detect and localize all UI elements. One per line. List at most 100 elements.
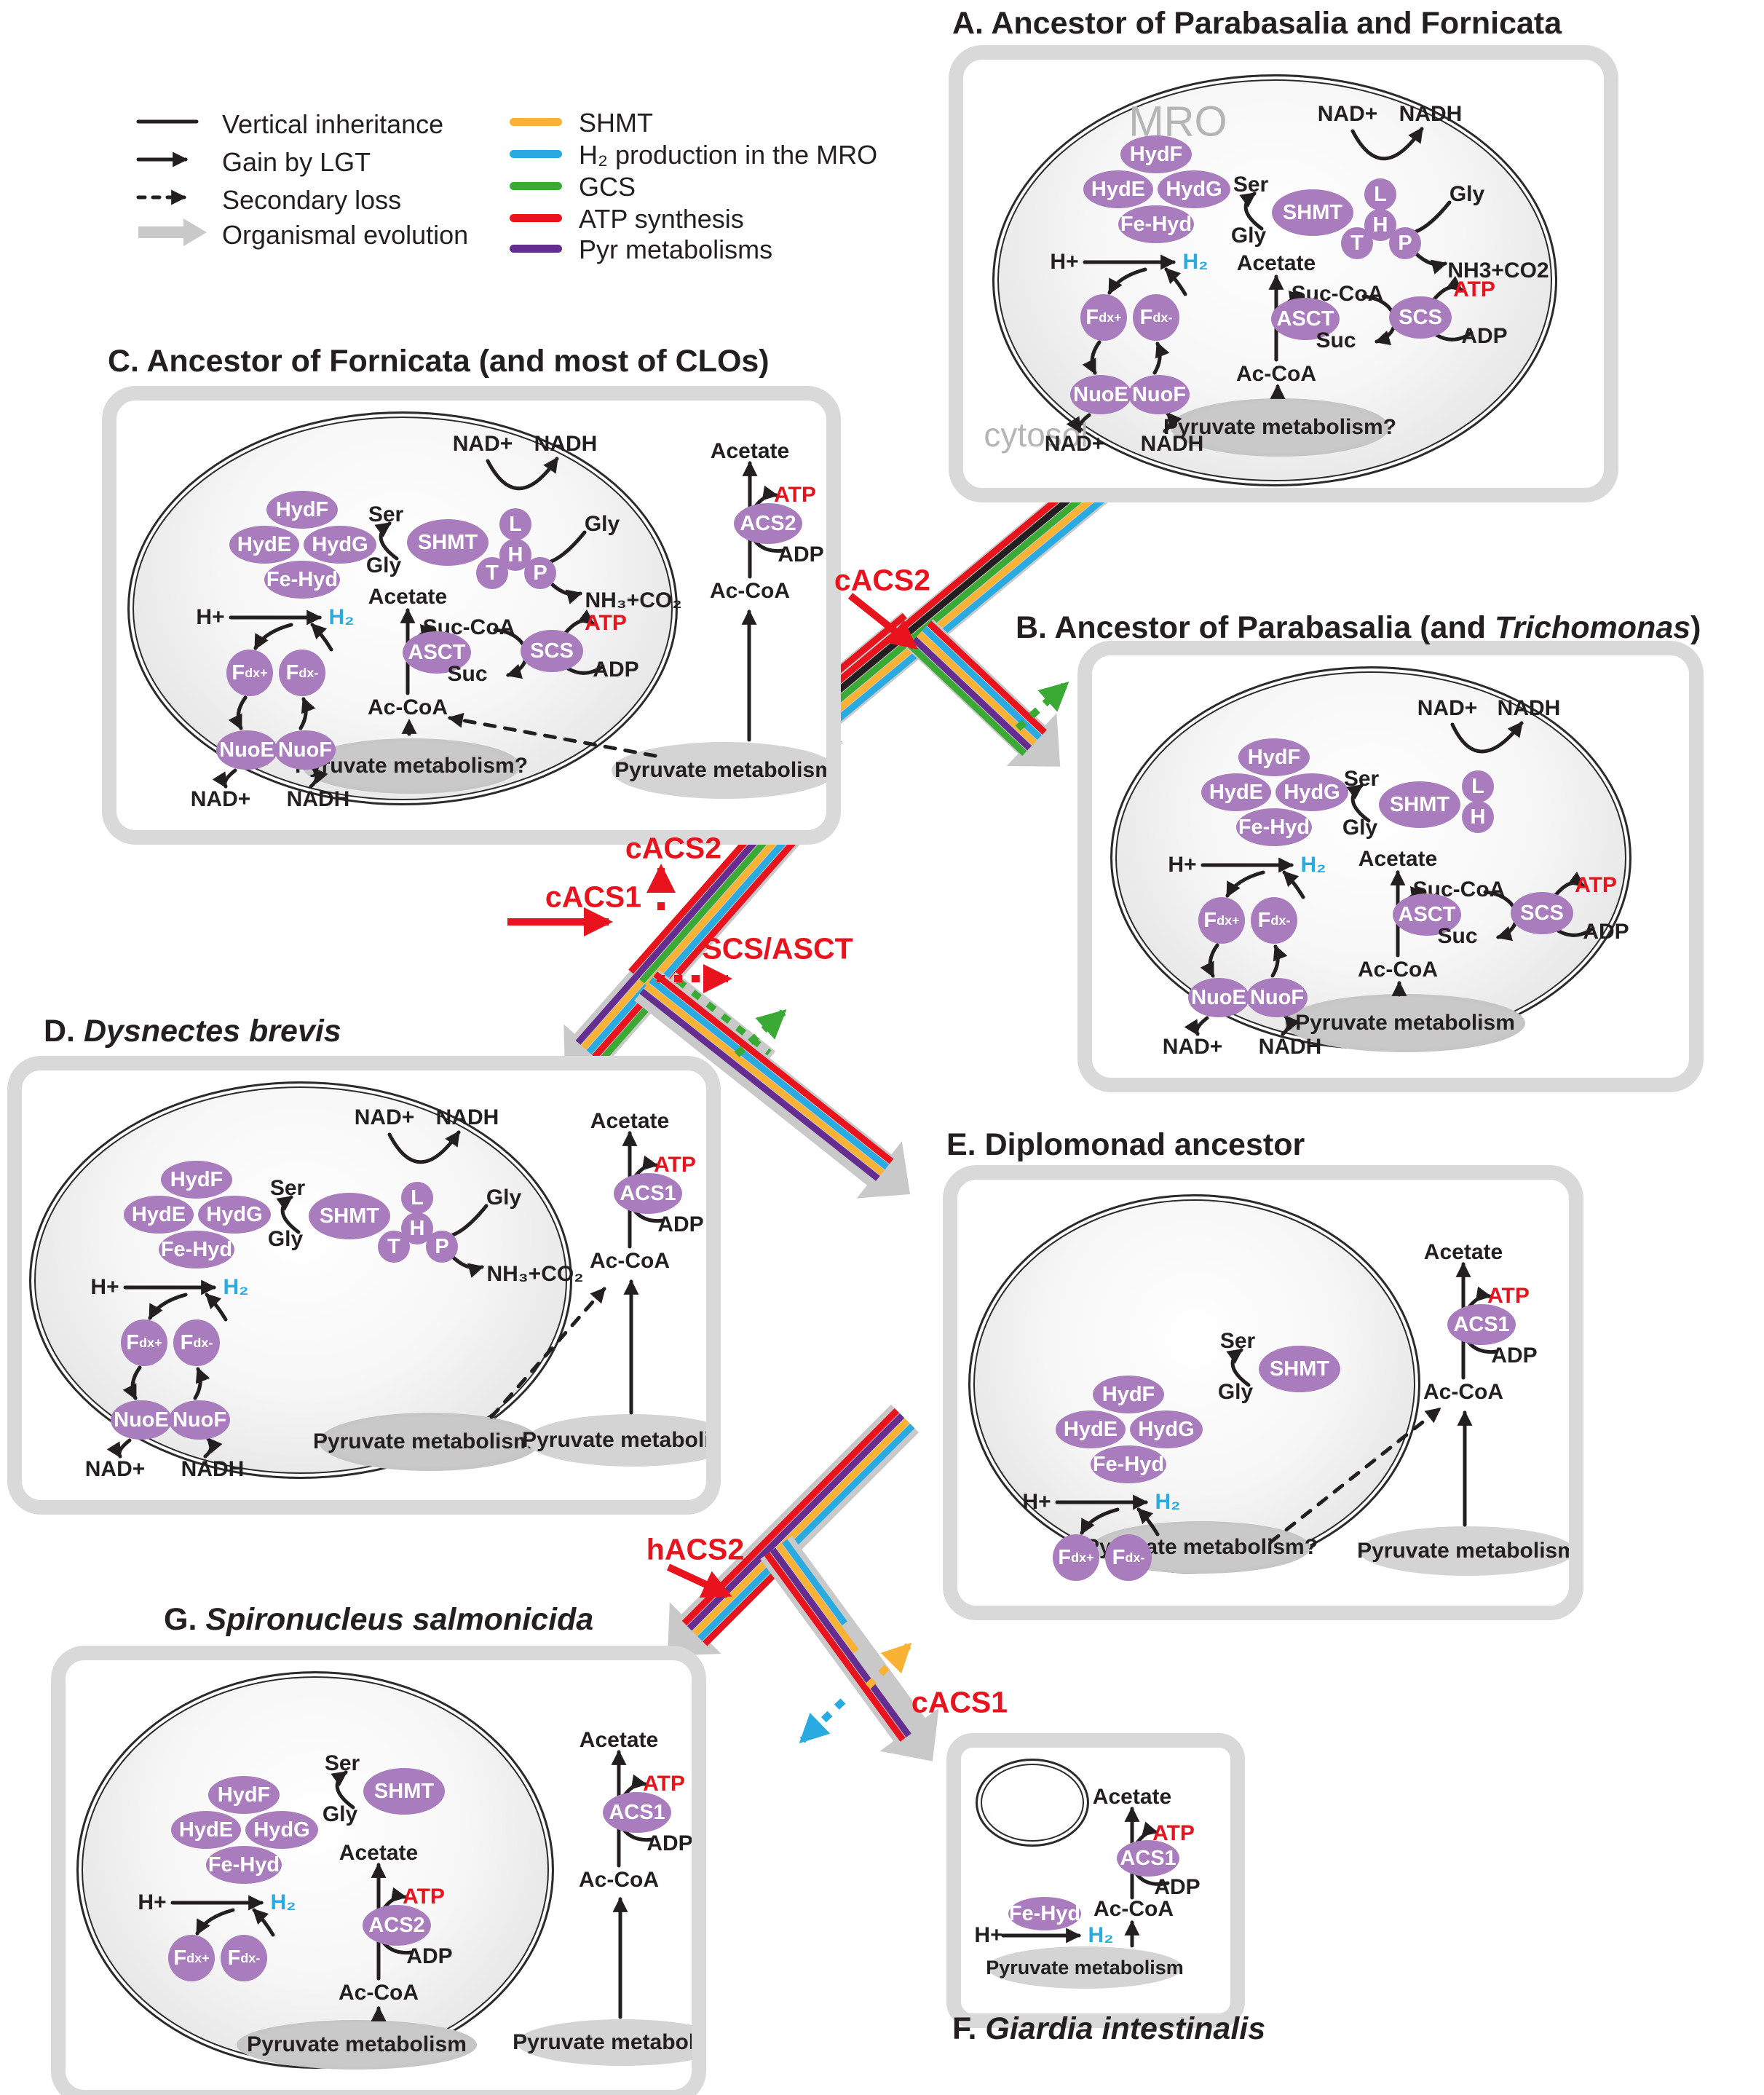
label-hacs2-gain: hACS2 xyxy=(646,1532,745,1566)
enzyme-hydg: HydG xyxy=(304,526,376,564)
pyruvate-metabolism-cytosol: Pyruvate metabolism xyxy=(612,742,826,799)
enzyme-nuof: NuoF xyxy=(169,1400,230,1440)
adp-label: ADP xyxy=(657,1212,704,1236)
h-plus-label: H+ xyxy=(1022,1490,1051,1514)
label-cacs1-gain: cACS1 xyxy=(545,880,642,914)
ser-label: Ser xyxy=(1219,1329,1256,1353)
enzyme-nuof: NuoF xyxy=(1128,375,1190,414)
atp-label: ATP xyxy=(654,1153,696,1177)
ac-coa-label: Ac-CoA xyxy=(579,1868,659,1892)
panel-d-title: D. Dysnectes brevis xyxy=(44,1014,341,1049)
enzyme-gcs-h: H xyxy=(1462,801,1494,833)
enzyme-acs2: ACS2 xyxy=(734,503,802,544)
suc-label: Suc xyxy=(1316,328,1356,352)
nadh-label: NADH xyxy=(435,1105,499,1129)
legend-shmt: SHMT xyxy=(579,108,653,138)
atp-label: ATP xyxy=(1453,277,1495,301)
enzyme-gcs-t: T xyxy=(1341,227,1373,259)
legend-gcs: GCS xyxy=(579,172,636,202)
ac-coa-label: Ac-CoA xyxy=(368,695,448,719)
ac-coa-label: Ac-CoA xyxy=(1236,362,1316,386)
nad-label: NAD+ xyxy=(354,1105,415,1129)
h2-label: H₂ xyxy=(1182,250,1209,274)
adp-label: ADP xyxy=(593,658,639,682)
enzyme-scs: SCS xyxy=(1389,296,1452,339)
h2-label: H₂ xyxy=(1300,853,1326,877)
enzyme-hyde: HydE xyxy=(124,1196,194,1234)
h2-color-swatch xyxy=(510,150,562,158)
ac-coa-label: Ac-CoA xyxy=(1093,1897,1174,1921)
ser-label: Ser xyxy=(1343,767,1380,791)
nh3-co2-label: NH₃+CO₂ xyxy=(585,588,682,612)
enzyme-shmt: SHMT xyxy=(1379,781,1460,828)
adp-label: ADP xyxy=(1461,324,1508,348)
legend-pyr-metabolisms: Pyr metabolisms xyxy=(579,234,773,264)
pyruvate-metabolism-mro: Pyruvate metabolism? xyxy=(313,1413,546,1471)
ribbon-to-b xyxy=(906,619,1061,767)
enzyme-acs1: ACS1 xyxy=(1117,1840,1179,1877)
legend-h2-production: H₂ production in the MRO xyxy=(579,140,878,170)
pyruvate-metabolism: Pyruvate metabolism xyxy=(1285,994,1525,1052)
enzyme-gcs-l: L xyxy=(499,508,531,540)
pyruvate-metabolism-cytosol: Pyruvate metabolism xyxy=(986,1946,1184,1989)
legend-secondary-loss: Secondary loss xyxy=(222,185,402,215)
enzyme-gcs-l: L xyxy=(1462,770,1494,802)
h-plus-label: H+ xyxy=(1050,250,1079,274)
ser-label: Ser xyxy=(269,1176,306,1200)
adp-label: ADP xyxy=(1583,920,1629,944)
enzyme-nuof: NuoF xyxy=(274,730,336,770)
h2-label: H₂ xyxy=(270,1890,296,1914)
nadh-label: NADH xyxy=(181,1457,245,1481)
enzyme-shmt: SHMT xyxy=(407,519,489,566)
atp-label: ATP xyxy=(1575,873,1617,897)
panel-a-title: A. Ancestor of Parabasalia and Fornicata xyxy=(952,6,1562,41)
ribbon-e-to-g xyxy=(668,1404,919,1656)
acetate-label: Acetate xyxy=(1236,251,1316,275)
enzyme-hydf: HydF xyxy=(161,1161,232,1199)
enzyme-fehyd: Fe-Hyd xyxy=(1008,1897,1081,1930)
legend-atp-synthesis: ATP synthesis xyxy=(579,204,744,234)
enzyme-shmt: SHMT xyxy=(1259,1346,1340,1392)
h-plus-label: H+ xyxy=(90,1275,119,1299)
enzyme-fehyd: Fe-Hyd xyxy=(206,1846,282,1884)
enzyme-hydf: HydF xyxy=(1238,738,1310,776)
nad-label: NAD+ xyxy=(1417,696,1478,720)
enzyme-hydf: HydF xyxy=(266,491,338,529)
h-plus-label: H+ xyxy=(138,1890,167,1914)
nadh-label: NADH xyxy=(534,432,598,456)
enzyme-fehyd: Fe-Hyd xyxy=(1091,1445,1166,1483)
panel-c-title: C. Ancestor of Fornicata (and most of CL… xyxy=(108,344,770,379)
ac-coa-label: Ac-CoA xyxy=(710,579,790,603)
enzyme-shmt: SHMT xyxy=(363,1768,445,1815)
enzyme-hydg: HydG xyxy=(1158,170,1230,208)
gly-label: Gly xyxy=(486,1185,522,1210)
legend-organismal-evolution: Organismal evolution xyxy=(222,220,469,250)
gly-label: Gly xyxy=(1342,816,1378,840)
enzyme-hydg: HydG xyxy=(245,1811,318,1849)
label-cacs2-gain: cACS2 xyxy=(834,563,931,597)
enzyme-shmt: SHMT xyxy=(1272,189,1353,236)
adp-label: ADP xyxy=(1491,1344,1538,1368)
enzyme-hydf: HydF xyxy=(1093,1376,1164,1413)
h2-label: H₂ xyxy=(1155,1490,1181,1514)
enzyme-hydf: HydF xyxy=(208,1776,280,1814)
gly-label: Gly xyxy=(584,512,620,536)
ac-coa-label: Ac-CoA xyxy=(1358,958,1438,982)
cell-ellipse-e xyxy=(968,1194,1420,1574)
suc-label: Suc xyxy=(1437,924,1478,948)
h2-label: H₂ xyxy=(1088,1923,1114,1947)
panel-f-title: F. Giardia intestinalis xyxy=(952,2011,1266,2046)
adp-label: ADP xyxy=(1154,1875,1201,1899)
